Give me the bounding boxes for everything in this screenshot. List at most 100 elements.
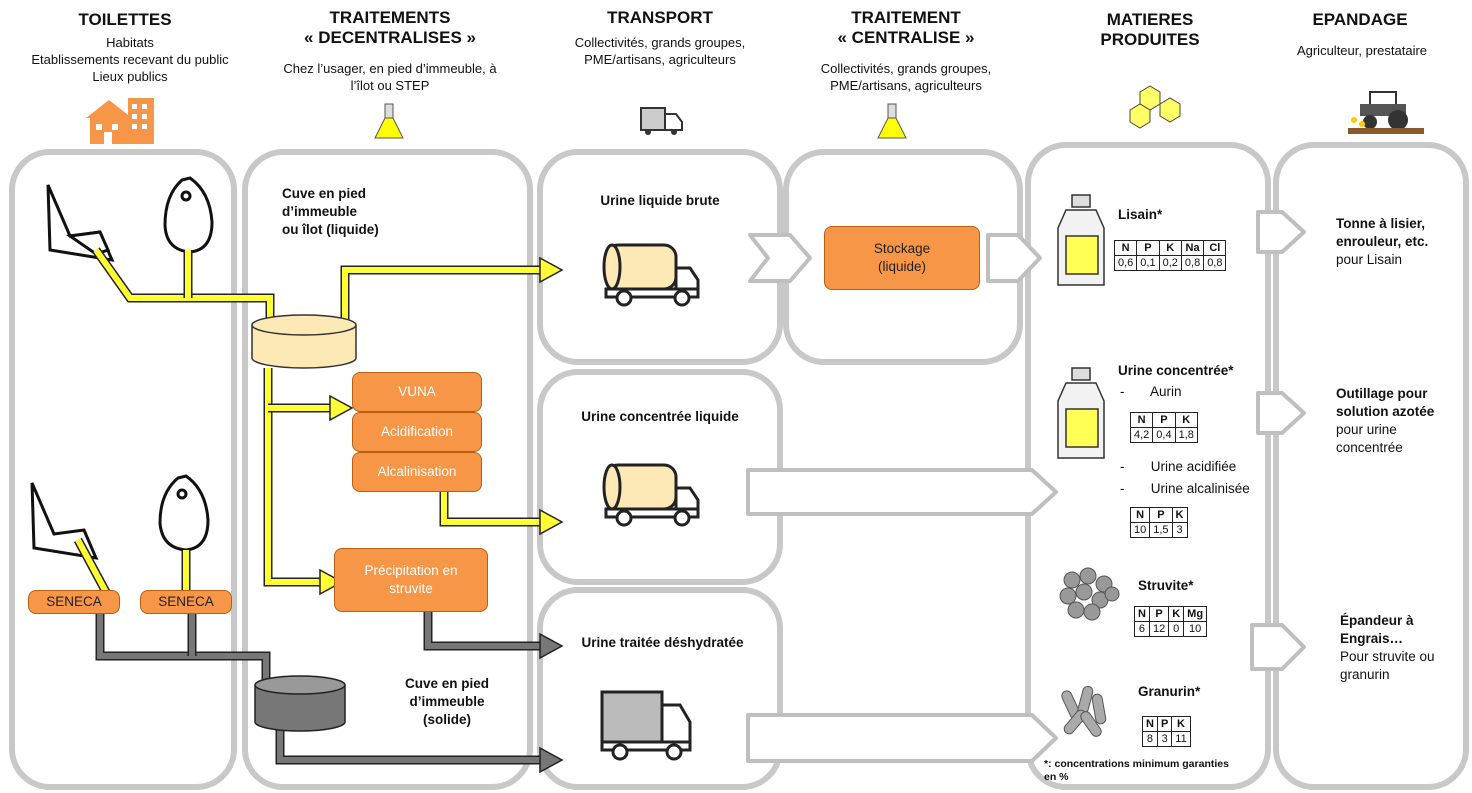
table-cell: 0,4 <box>1152 427 1176 443</box>
tanker-truck-icon-2 <box>602 463 700 527</box>
note-line: en % <box>1044 771 1069 783</box>
molecule-icon <box>1129 85 1181 129</box>
table-cell: 1,8 <box>1174 427 1198 443</box>
title-line: PRODUITES <box>1100 30 1200 49</box>
label-line: enrouleur, etc. <box>1336 234 1429 249</box>
label-line: concentrée <box>1336 440 1403 455</box>
label-line: Outillage pour <box>1336 386 1428 401</box>
truck-icon <box>640 107 683 135</box>
sub-line: Collectivités, grands groupes, <box>574 35 746 50</box>
table-header-row: N P K <box>1129 507 1188 523</box>
frame-products <box>1025 142 1271 790</box>
table-cell: 12 <box>1148 621 1170 637</box>
column-sub-toilettes: Habitats Etablissements recevant du publ… <box>0 34 260 85</box>
transport-label-2: Urine concentrée liquide <box>581 409 739 424</box>
table-header-row: N P K <box>1129 412 1198 428</box>
flask-icon <box>374 103 404 139</box>
frame-epandage <box>1273 142 1469 790</box>
granurin-table: N P K 8 3 11 <box>1142 716 1191 747</box>
table-cell: 11 <box>1171 731 1191 747</box>
table-cell: P <box>1156 716 1173 732</box>
lisain-table: N P K Na Cl 0,6 0,1 0,2 0,8 0,8 <box>1113 240 1227 271</box>
product-struvite-name: Struvite* <box>1138 578 1194 593</box>
column-title-toilettes: TOILETTES <box>78 10 172 29</box>
yellow-pipes <box>74 247 540 595</box>
urinal-icon-bottom <box>158 474 210 552</box>
label-line: Pour struvite ou <box>1340 649 1435 664</box>
house-icon <box>86 98 154 144</box>
column-title-epandage: EPANDAGE <box>1312 10 1408 29</box>
urine-acidified-item: - Urine acidifiée <box>1120 459 1237 474</box>
column-title-products: MATIERES PRODUITES <box>1080 10 1220 50</box>
sub-line: Habitats <box>106 35 154 50</box>
table-header-row: N P K Na Cl <box>1113 240 1227 256</box>
label-line: d’immeuble <box>409 694 485 709</box>
table-cell: 0,8 <box>1180 255 1205 271</box>
toilet-icon-top <box>46 184 115 262</box>
seneca-box-1: SENECA <box>28 590 120 614</box>
table-cell: N <box>1129 507 1151 523</box>
spreading-item-2: Outillage pour solution azotée pour urin… <box>1336 385 1466 457</box>
grey-arrowheads <box>539 632 564 774</box>
table-cell: Mg <box>1183 606 1208 622</box>
title-line: TRAITEMENT <box>851 8 961 27</box>
storage-box: Stockage (liquide) <box>824 226 980 290</box>
label-line: Tonne à lisier, <box>1336 216 1426 231</box>
grey-pipes <box>95 610 540 765</box>
concentration-footnote: *: concentrations minimum garanties en % <box>1044 758 1274 784</box>
table-cell: 6 <box>1134 621 1150 637</box>
table-cell: 3 <box>1156 731 1173 747</box>
outline-arrows <box>746 210 1306 763</box>
sub-line: PME/artisans, agriculteurs <box>830 78 982 93</box>
table-header-row: N P K <box>1142 716 1191 732</box>
column-frames <box>9 142 1469 790</box>
urine-alcalinised-item: - Urine alcalinisée <box>1120 481 1250 496</box>
urine-table-2: N P K 10 1,5 3 <box>1129 507 1188 538</box>
column-sub-central: Collectivités, grands groupes, PME/artis… <box>786 60 1026 94</box>
sub-line: PME/artisans, agriculteurs <box>584 52 736 67</box>
spreading-item-3: Épandeur à Engrais… Pour struvite ou gra… <box>1340 612 1466 684</box>
table-cell: 0,8 <box>1203 255 1227 271</box>
table-cell: N <box>1113 240 1138 256</box>
label-line: pour urine <box>1336 422 1397 437</box>
box-truck-icon <box>600 690 692 761</box>
title-line: « DECENTRALISES » <box>304 28 476 47</box>
table-cell: K <box>1158 240 1182 256</box>
table-cell: N <box>1129 412 1154 428</box>
vuna-box: VUNA <box>352 372 482 412</box>
table-cell: Na <box>1180 240 1205 256</box>
sub-line: Agriculteur, prestataire <box>1296 43 1428 58</box>
label-line: Cuve en pied <box>282 186 367 201</box>
table-cell: K <box>1171 507 1188 523</box>
sub-line: Etablissements recevant du public <box>31 52 229 67</box>
bottle-icon-urine <box>1057 367 1105 459</box>
title-line: « CENTRALISE » <box>837 28 975 47</box>
column-sub-transport: Collectivités, grands groupes, PME/artis… <box>540 34 780 68</box>
aurin-item: - Aurin <box>1120 384 1182 399</box>
label-line: d’immeuble <box>282 204 358 219</box>
tank-solid-icon <box>254 675 346 732</box>
box-line: (liquide) <box>877 259 927 274</box>
tanker-truck-icon-1 <box>602 243 700 307</box>
table-row: 10 1,5 3 <box>1129 522 1188 538</box>
table-cell: K <box>1171 716 1191 732</box>
table-cell: 3 <box>1171 522 1188 538</box>
label-line: Épandeur à <box>1340 613 1414 628</box>
column-sub-decentral: Chez l’usager, en pied d’immeuble, à l’î… <box>250 60 530 94</box>
table-cell: K <box>1168 606 1185 622</box>
frame-transport-3 <box>537 587 783 790</box>
label-line: pour Lisain <box>1336 252 1403 267</box>
table-cell: N <box>1142 716 1158 732</box>
table-cell: 0,1 <box>1136 255 1160 271</box>
table-cell: 10 <box>1129 522 1151 538</box>
box-line: Précipitation en <box>364 563 458 578</box>
tank-solid-label: Cuve en pied d’immeuble (solide) <box>372 675 522 729</box>
table-cell: K <box>1174 412 1198 428</box>
product-lisain-name: Lisain* <box>1118 207 1163 222</box>
acidification-box: Acidification <box>352 412 482 452</box>
seneca-box-2: SENECA <box>140 590 232 614</box>
table-row: 0,6 0,1 0,2 0,8 0,8 <box>1113 255 1227 271</box>
frame-decentral <box>242 149 533 790</box>
flask-icon-central <box>877 103 907 139</box>
aurin-table: N P K 4,2 0,4 1,8 <box>1129 412 1198 443</box>
